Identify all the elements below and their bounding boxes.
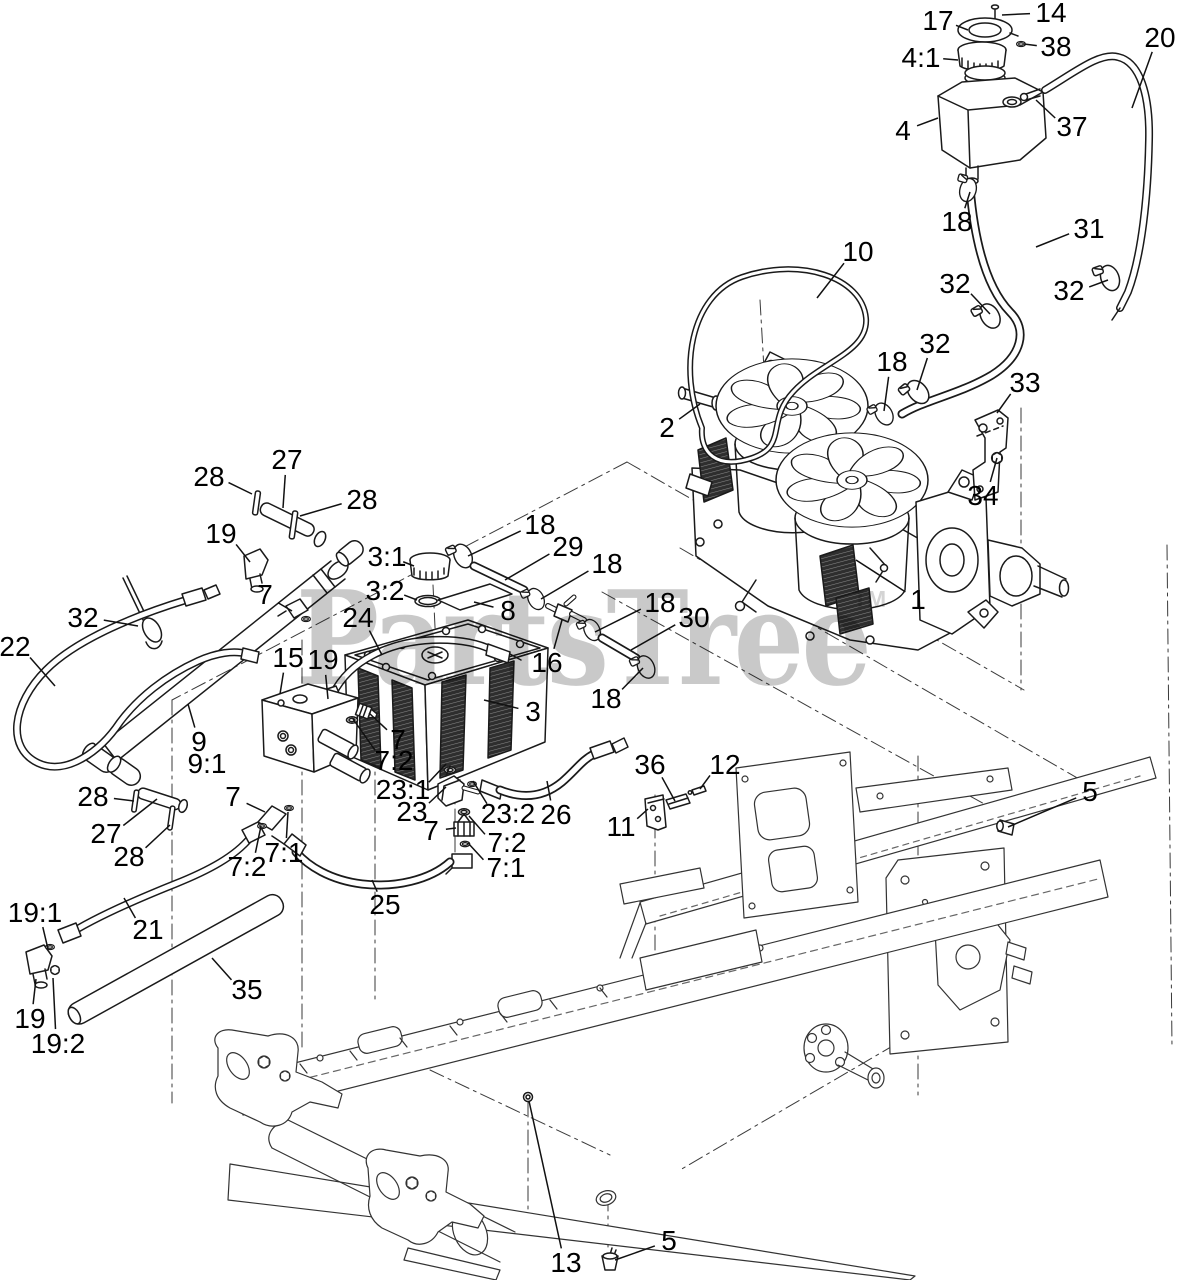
hose-21 bbox=[57, 821, 266, 944]
bracket-33 bbox=[972, 409, 1009, 501]
valve-block bbox=[261, 683, 371, 784]
tube-35 bbox=[67, 893, 285, 1025]
leader-lines bbox=[29, 12, 1153, 1261]
fitting-7-upper bbox=[277, 598, 311, 623]
bolt-13 bbox=[522, 1091, 534, 1103]
elbow-fitting-19-upper bbox=[243, 548, 269, 593]
elbow-fitting-19-lower bbox=[25, 943, 61, 989]
hydro-pump-assembly bbox=[677, 351, 1070, 651]
hose-22 bbox=[13, 584, 260, 771]
hose-29 bbox=[469, 561, 529, 595]
clamp-32 bbox=[1090, 260, 1124, 296]
fitting-7-hose21 bbox=[257, 804, 294, 831]
bracket-11 bbox=[644, 794, 667, 831]
oil-cooler bbox=[344, 552, 549, 791]
boundary-dash-dot-lines bbox=[171, 299, 1173, 1253]
pin-set-lower bbox=[130, 787, 189, 831]
hose-24 bbox=[329, 635, 522, 698]
hose-26 bbox=[479, 737, 629, 800]
drive-belt bbox=[687, 266, 870, 465]
reservoir-tank bbox=[937, 4, 1047, 185]
hose-25 bbox=[271, 833, 455, 890]
screw-5-right bbox=[996, 819, 1015, 836]
hose-31 bbox=[897, 183, 1025, 419]
tee-fitting-16 bbox=[545, 594, 587, 623]
fitting-7-stack bbox=[445, 808, 475, 875]
clamp-18 bbox=[865, 397, 898, 432]
hose-20 bbox=[1041, 52, 1154, 321]
cooling-fan-icon bbox=[775, 432, 929, 528]
screw-5-bottom bbox=[601, 1247, 619, 1271]
elbow-23 bbox=[437, 765, 481, 807]
frame-assembly bbox=[214, 751, 1157, 1280]
clip-36 bbox=[665, 793, 691, 810]
pin-12 bbox=[687, 785, 707, 796]
pin-set-upper bbox=[251, 490, 327, 548]
hose-30 bbox=[597, 633, 641, 663]
